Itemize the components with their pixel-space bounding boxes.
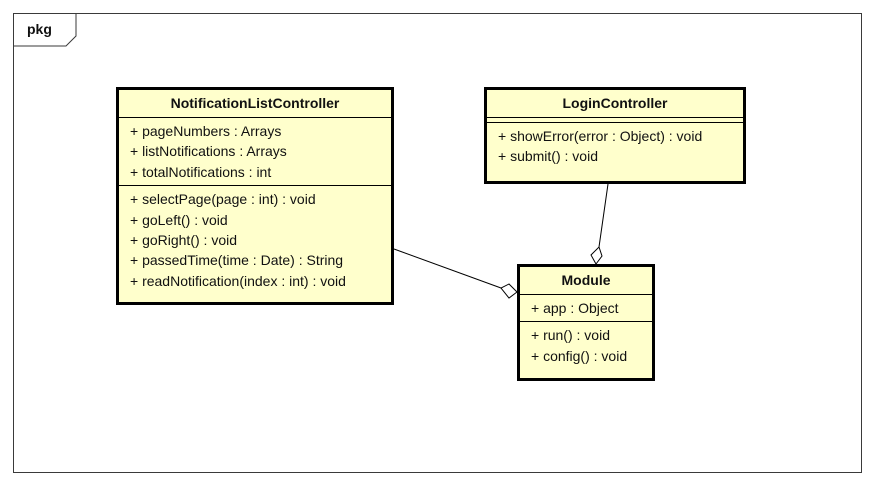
attribute: + pageNumbers : Arrays — [130, 123, 282, 139]
class-login-controller[interactable]: LoginController + showError(error : Obje… — [484, 87, 746, 184]
operation: + showError(error : Object) : void — [498, 128, 703, 144]
operations-compartment: + showError(error : Object) : void + sub… — [487, 123, 743, 170]
package-label: pkg — [27, 21, 52, 37]
operation: + readNotification(index : int) : void — [130, 272, 346, 289]
operation: + submit() : void — [498, 148, 598, 165]
attributes-compartment: + pageNumbers : Arrays + listNotificatio… — [119, 118, 391, 187]
class-name: NotificationListController — [119, 90, 391, 118]
operation: + selectPage(page : int) : void — [130, 191, 316, 208]
operation: + config() : void — [531, 347, 628, 364]
attribute: + listNotifications : Arrays — [130, 143, 287, 160]
package-frame — [13, 13, 862, 473]
operations-compartment: + selectPage(page : int) : void + goLeft… — [119, 186, 391, 294]
operation: + goLeft() : void — [130, 211, 228, 228]
aggregation-diamond — [590, 246, 603, 265]
operation: + run() : void — [531, 327, 610, 344]
class-module[interactable]: Module + app : Object + run() : void + c… — [517, 264, 655, 381]
package-tab — [13, 13, 77, 47]
attribute: + app : Object — [531, 300, 619, 316]
class-name: LoginController — [487, 90, 743, 118]
attributes-compartment — [487, 118, 743, 123]
attribute: + totalNotifications : int — [130, 163, 272, 180]
operation: + goRight() : void — [130, 231, 237, 248]
class-notification-list-controller[interactable]: NotificationListController + pageNumbers… — [116, 87, 394, 305]
class-name: Module — [520, 267, 652, 295]
aggregation-diamond — [500, 283, 518, 299]
aggregation-notification-to-module — [393, 248, 518, 299]
operations-compartment: + run() : void + config() : void — [520, 322, 652, 369]
operation: + passedTime(time : Date) : String — [130, 252, 344, 269]
aggregation-login-to-module — [590, 183, 609, 265]
attributes-compartment: + app : Object — [520, 295, 652, 323]
